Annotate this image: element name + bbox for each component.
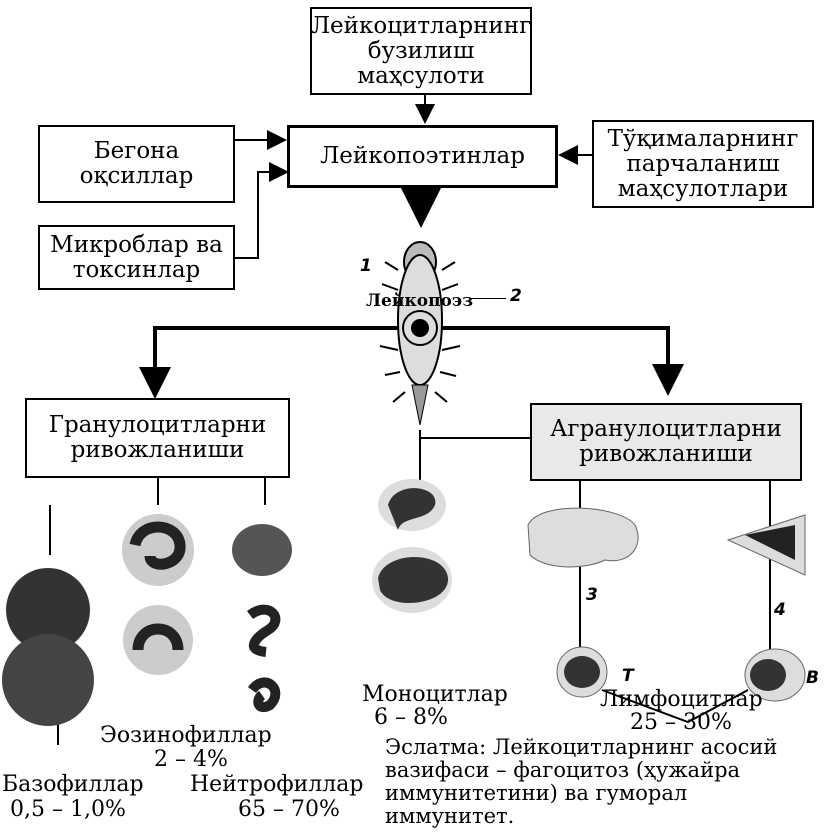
monocytes-percent: 6 – 8% [374,706,448,729]
lymphocytes-label: Лимфоцитлар [600,688,763,711]
stem-cell-illustration [380,242,460,425]
monocytes-label: Моноцитлар [362,683,508,706]
leukopoiesis-label: Лейкопоэз [366,290,473,313]
eosinophils-label: Эозинофиллар [100,724,272,747]
basophil-illustration [2,568,94,726]
lymphocytes-percent: 25 – 30% [630,711,732,734]
marker-2-leader [470,298,506,299]
lymphocyte-illustration [528,508,805,701]
basophils-label: Базофиллар [2,773,144,796]
eosinophil-illustration [122,514,194,675]
monocyte-illustration [372,479,452,613]
neutrophils-label: Нейтрофиллар [190,773,363,796]
neutrophils-percent: 65 – 70% [238,798,340,821]
eosinophils-percent: 2 – 4% [154,748,228,771]
marker-t: T [622,666,634,686]
marker-3: 3 [586,585,598,605]
marker-1: 1 [360,256,372,276]
note-text: Эслатма: Лейкоцитларнинг асосий вазифаси… [385,736,825,828]
marker-b: B [806,668,819,688]
marker-4: 4 [774,600,786,620]
basophils-percent: 0,5 – 1,0% [10,798,126,821]
marker-2: 2 [510,286,522,306]
neutrophil-illustration [232,524,292,707]
